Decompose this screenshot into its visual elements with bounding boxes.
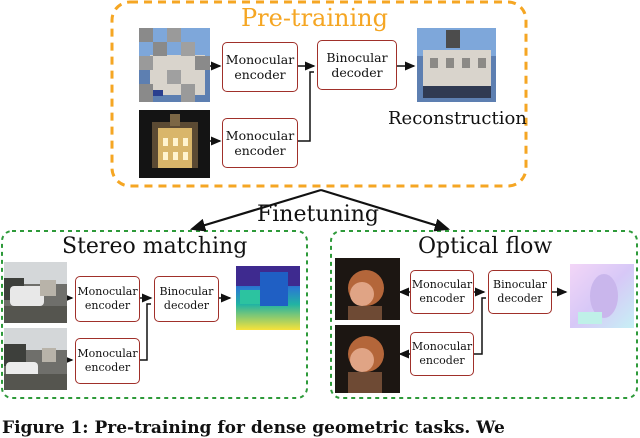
box-label-line2: encoder [234,67,286,82]
disparity-output [236,266,300,330]
stereo-title: Stereo matching [62,234,248,259]
fl-arrow-enc2 [474,297,486,355]
box-label-line2: encoder [84,299,131,312]
stereo-left-image [4,262,67,323]
box-label-line2: decoder [163,299,210,312]
flow-title: Optical flow [418,234,553,259]
reconstruction-label: Reconstruction [388,108,527,129]
pretraining-title: Pre-training [241,4,388,32]
box-label-line1: Monocular [77,285,138,298]
finetuning-label: Finetuning [257,202,379,227]
figure-caption: Figure 1: Pre-training for dense geometr… [2,418,505,438]
box-label-line1: Monocular [77,347,138,360]
box-label-line2: decoder [497,292,543,305]
box-label-line2: encoder [419,354,465,367]
box-label-line2: decoder [331,65,383,80]
box-label-line1: Monocular [411,340,473,353]
box-label-line2: encoder [84,361,131,374]
flow-output [570,264,634,328]
finetune-arrow-right [320,188,451,232]
pretraining-region [110,0,528,188]
flow-frame1-image [335,258,400,320]
box-label-line1: Monocular [225,52,295,67]
flow-frame2-image [335,325,400,393]
box-label-line2: encoder [419,292,465,305]
box-label-line1: Binocular [493,278,547,291]
stereo-right-image [4,328,67,390]
box-label-line1: Binocular [326,50,388,65]
box-label-line1: Monocular [225,128,295,143]
st-arrow-enc2 [140,303,151,361]
reconstruction-image [417,28,496,102]
box-label-line2: encoder [234,143,286,158]
finetune-arrow-left [189,188,322,232]
box-label-line1: Monocular [411,278,473,291]
second-view-image [139,110,210,178]
box-label-line1: Binocular [159,285,214,298]
pt-arrow-enc2 [298,71,314,142]
masked-input-image [139,28,210,102]
